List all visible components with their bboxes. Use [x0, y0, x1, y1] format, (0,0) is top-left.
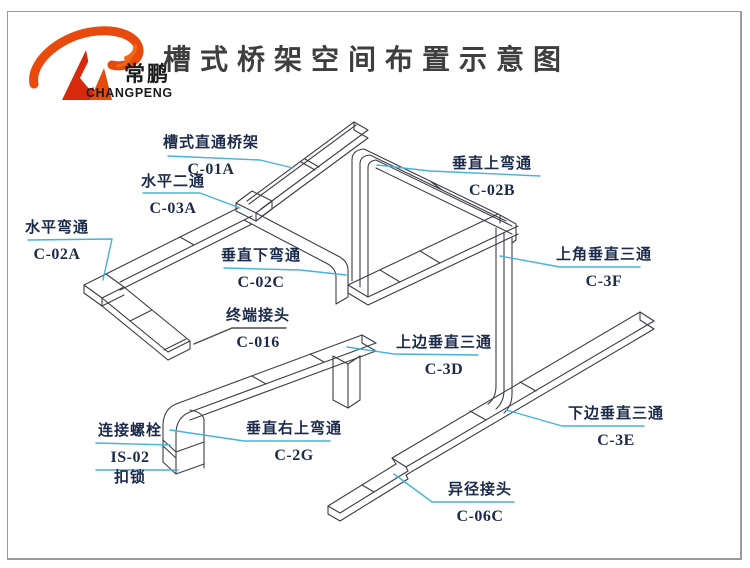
callout-c3d: 上边垂直三通 C-3D	[396, 334, 492, 379]
callout-c016: 终端接头 C-016	[226, 307, 290, 352]
corner-riser	[487, 227, 513, 414]
callout-code: C-02B	[468, 182, 516, 199]
callout-is02: 连接螺栓 IS-02 扣锁	[98, 422, 162, 488]
tray-run-to-end-cap	[101, 286, 191, 361]
callout-code: C-2G	[274, 447, 314, 464]
leader-line-c01a	[167, 155, 294, 169]
callout-name: 上边垂直三通	[396, 335, 493, 351]
callout-code: C-016	[236, 334, 280, 351]
callout-c02c: 垂直下弯通 C-02C	[221, 247, 301, 292]
callout-code: C-06C	[456, 508, 504, 525]
leader-line-c2g	[169, 429, 331, 442]
callout-name: 异径接头	[448, 482, 513, 498]
callout-code: C-01A	[187, 161, 235, 178]
changpeng-logo-mark	[29, 26, 144, 100]
logo-text-zh: 常鹏	[124, 63, 170, 86]
callout-c02a: 水平弯通 C-02A	[25, 219, 89, 264]
leader-line-c3e	[505, 409, 645, 427]
vertical-up-bend-riser	[351, 148, 377, 297]
leader-line-c06c	[393, 473, 515, 503]
bottom-right-run	[327, 311, 655, 522]
callout-code: C-3E	[597, 432, 635, 449]
leader-line-c3f	[499, 255, 641, 268]
callout-code: C-03A	[149, 200, 197, 217]
leader-line-is02	[95, 442, 171, 446]
leader-line-c02a	[27, 238, 113, 281]
lower-left-run	[162, 334, 377, 475]
lower-wide-leg	[347, 213, 519, 306]
upper-wide-leg	[363, 148, 517, 244]
callout-c3f: 上角垂直三通 C-3F	[556, 246, 652, 291]
leader-line-c016	[193, 327, 287, 345]
callout-name: 垂直右上弯通	[246, 421, 343, 437]
callout-c03a: 水平二通 C-03A	[141, 173, 205, 218]
callout-name: 槽式直通桥架	[163, 135, 260, 151]
coupler-piece	[235, 190, 273, 222]
callout-name: 垂直下弯通	[221, 248, 302, 264]
callout-code: IS-02	[110, 449, 150, 466]
tray-straight-run	[246, 121, 369, 218]
leader-line-c3d	[346, 346, 479, 356]
callout-extra: 扣锁	[114, 470, 147, 486]
callout-name: 下边垂直三通	[568, 406, 665, 422]
leader-line-c02b	[376, 164, 541, 177]
callout-name: 水平弯通	[25, 220, 90, 236]
leader-line-c03a	[142, 192, 241, 209]
callout-code: C-3F	[585, 273, 623, 290]
callout-name: 终端接头	[226, 308, 291, 324]
callout-c02b: 垂直上弯通 C-02B	[452, 155, 532, 200]
leader-line-c02c	[223, 267, 347, 276]
changpeng-logo: 常鹏 CHANGPENG	[28, 14, 198, 110]
callout-c01a: 槽式直通桥架 C-01A	[163, 134, 259, 179]
callout-name: 水平二通	[141, 174, 206, 190]
callout-c3e: 下边垂直三通 C-3E	[568, 405, 664, 450]
logo-text-en: CHANGPENG	[86, 86, 173, 100]
callout-code: C-3D	[424, 361, 464, 378]
callout-code: C-02C	[237, 274, 285, 291]
tray-run-to-elbow	[105, 207, 253, 291]
diagram-title: 槽式桥架空间布置示意图	[163, 44, 571, 75]
callout-code: C-02A	[33, 246, 81, 263]
callout-name: 垂直上弯通	[452, 156, 533, 172]
callout-c2g: 垂直右上弯通 C-2G	[246, 420, 342, 465]
vertical-down-bend	[243, 212, 349, 305]
callout-name: 上角垂直三通	[556, 247, 653, 263]
callout-name: 连接螺栓	[98, 423, 163, 439]
callout-c06c: 异径接头 C-06C	[448, 481, 512, 526]
